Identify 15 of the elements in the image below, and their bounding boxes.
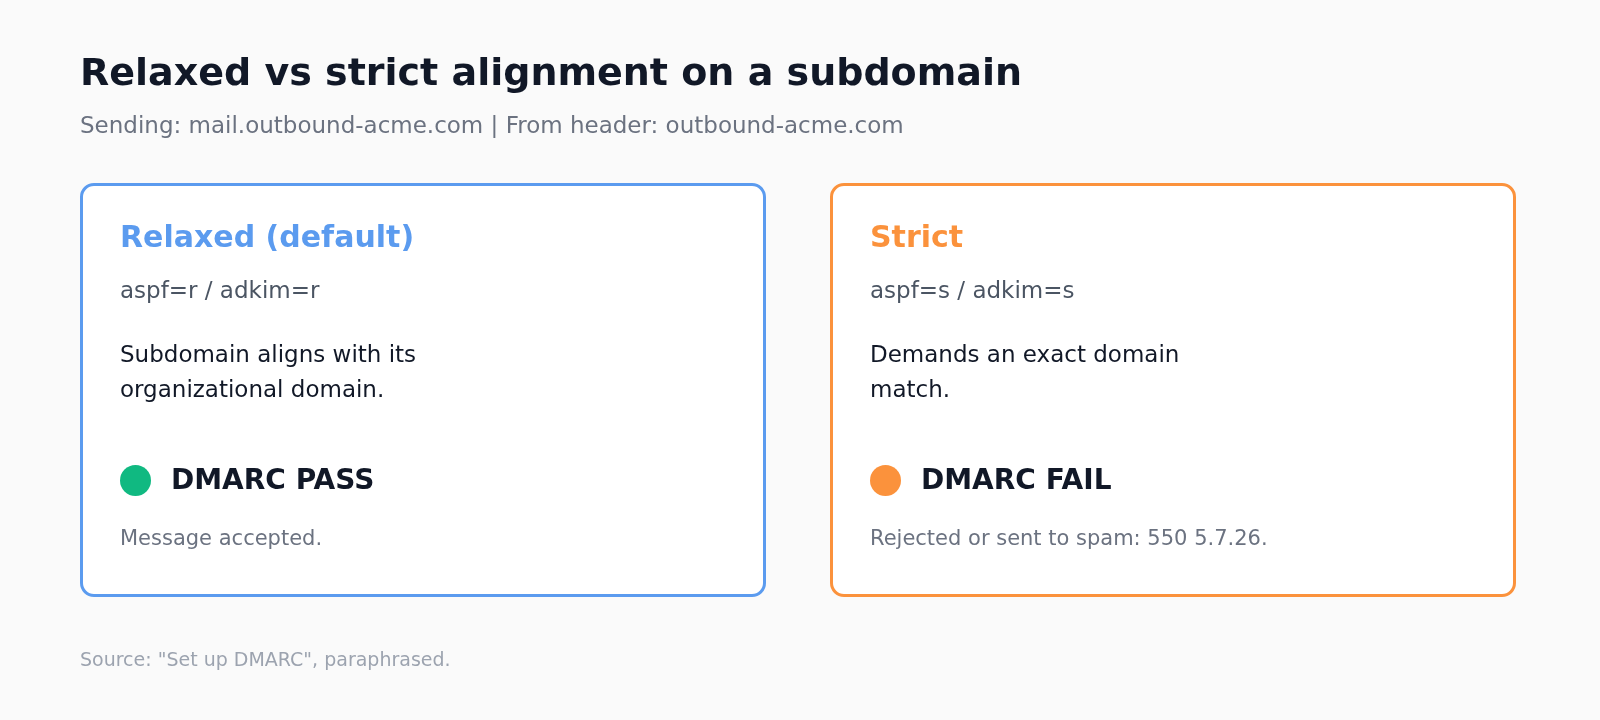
note-text: Message accepted. [120, 526, 323, 550]
alignment-card [830, 183, 1516, 597]
card-heading: Strict [870, 219, 964, 254]
status-text: DMARC FAIL [921, 463, 1112, 496]
description-text: Demands an exact domain match. [870, 340, 1181, 404]
diagram-title: Relaxed vs strict alignment on a subdomain [80, 50, 1023, 94]
card-heading: Relaxed (default) [120, 219, 415, 254]
source-caption: Source: "Set up DMARC", paraphrased. [80, 648, 451, 670]
note-text: Rejected or sent to spam: 550 5.7.26. [870, 526, 1268, 550]
alignment-card [80, 183, 766, 597]
setting-text: aspf=r / adkim=r [120, 277, 320, 303]
subtitle-text: Sending: mail.outbound-acme.com | From header: outbound-acme.com [80, 112, 904, 138]
setting-text: aspf=s / adkim=s [870, 277, 1075, 303]
status-text: DMARC PASS [171, 463, 375, 496]
description-text: Subdomain aligns with its organizational domain. [120, 340, 418, 404]
